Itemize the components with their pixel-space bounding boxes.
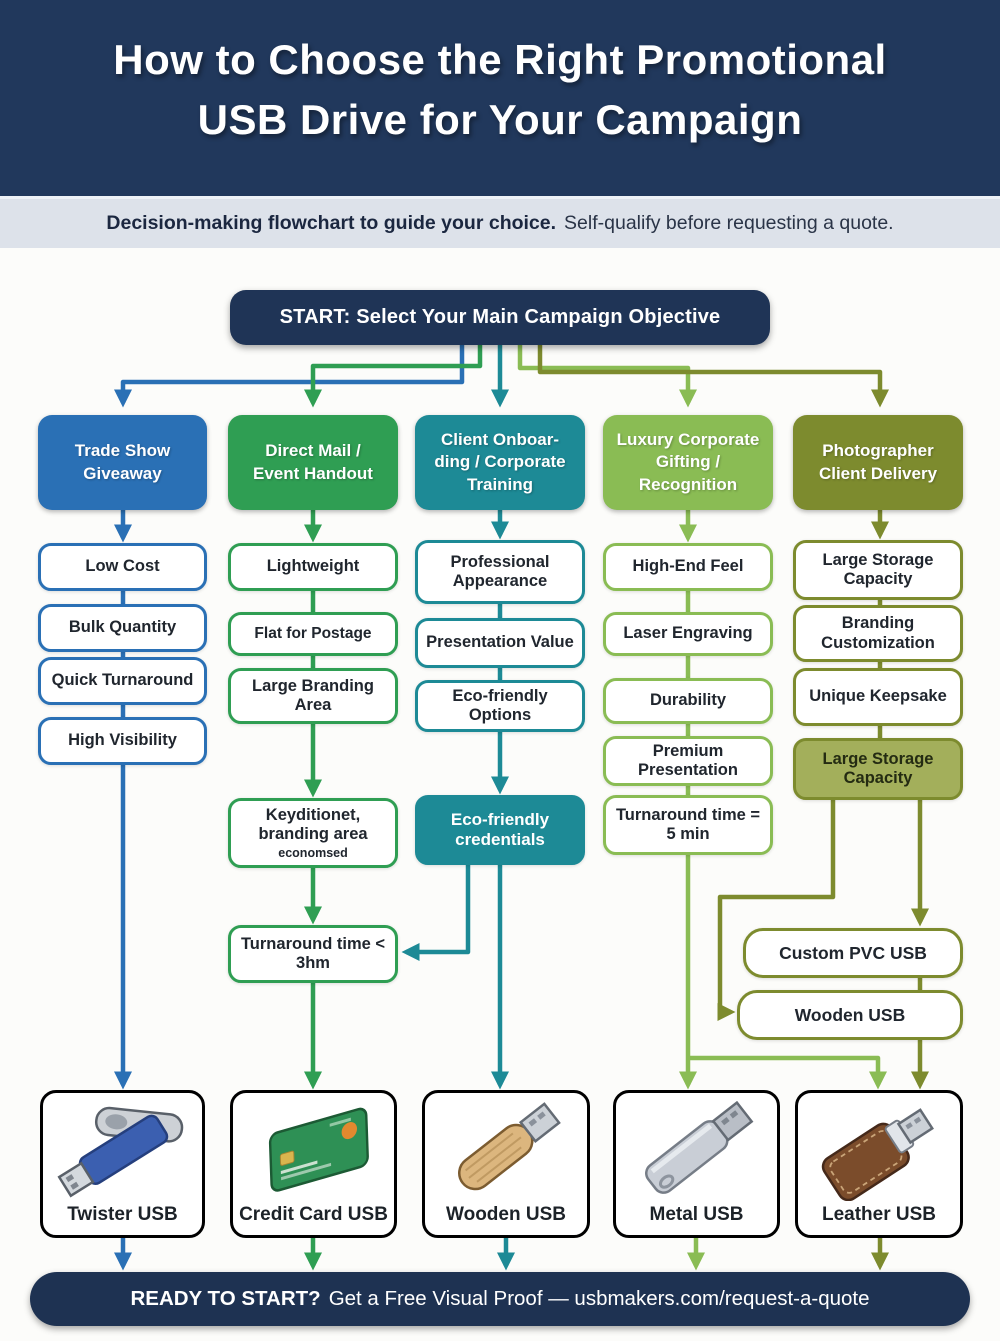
header-line: Luxury Corporate xyxy=(616,430,760,450)
criteria-low-cost: Low Cost xyxy=(38,543,207,591)
column-header-luxury-gifting: Luxury Corporate Gifting / Recognition xyxy=(603,415,773,510)
criteria-professional-appearance: Professional Appearance xyxy=(415,540,585,604)
header-line: Training xyxy=(466,474,534,494)
page-title: How to Choose the Right Promotional USB … xyxy=(0,30,1000,149)
criteria-large-storage: Large Storage Capacity xyxy=(793,540,963,600)
product-card-leather: Leather USB xyxy=(795,1090,963,1238)
product-label: Twister USB xyxy=(67,1204,178,1225)
header-line: Event Handout xyxy=(253,463,373,483)
product-label: Wooden USB xyxy=(446,1204,566,1225)
header-line: Gifting / xyxy=(655,452,721,472)
criteria-bulk-quantity: Bulk Quantity xyxy=(38,604,207,652)
subtitle-regular: Self-qualify before requesting a quote. xyxy=(564,212,894,234)
decision-label: Keyditionet, branding area xyxy=(258,805,368,844)
product-label: Leather USB xyxy=(821,1204,937,1225)
criteria-unique-keepsake: Unique Keepsake xyxy=(793,668,963,726)
decision-turnaround-3: Turnaround time < 3hm xyxy=(228,925,398,983)
header-line: Photographer xyxy=(822,441,934,461)
subtitle-bold: Decision-making flowchart to guide your … xyxy=(106,212,557,234)
header-line: Trade Show xyxy=(74,441,171,461)
wooden-usb-image xyxy=(458,1102,561,1191)
column-header-label: Trade Show Giveaway xyxy=(75,440,170,484)
output-custom-pvc-usb: Custom PVC USB xyxy=(743,928,963,978)
decision-sublabel: economsed xyxy=(278,845,348,860)
metal-usb-image xyxy=(644,1101,753,1194)
page-title-line2: USB Drive for Your Campaign xyxy=(197,95,803,143)
product-label: Credit Card USB xyxy=(239,1204,388,1225)
criteria-eco-friendly-options: Eco-friendly Options xyxy=(415,680,585,732)
credit-card-usb-image xyxy=(268,1107,369,1192)
header-banner: How to Choose the Right Promotional USB … xyxy=(0,0,1000,196)
column-header-label: Luxury Corporate Gifting / Recognition xyxy=(617,429,760,495)
highlight-large-storage: Large Storage Capacity xyxy=(793,738,963,800)
criteria-laser-engraving: Laser Engraving xyxy=(603,612,773,656)
column-header-photographer: Photographer Client Delivery xyxy=(793,415,963,510)
criteria-branding-customization: Branding Customization xyxy=(793,605,963,662)
column-header-client-onboarding: Client Onboar- ding / Corporate Training xyxy=(415,415,585,510)
criteria-presentation-value: Presentation Value xyxy=(415,618,585,668)
product-card-twister: Twister USB xyxy=(40,1090,205,1238)
criteria-large-branding-area: Large Branding Area xyxy=(228,668,398,724)
product-label: Metal USB xyxy=(649,1204,744,1225)
criteria-high-end-feel: High-End Feel xyxy=(603,543,773,591)
criteria-turnaround-5min: Turnaround time = 5 min xyxy=(603,795,773,855)
header-line: Client Onboar- xyxy=(440,430,560,450)
output-wooden-usb: Wooden USB xyxy=(737,990,963,1040)
twister-usb-image xyxy=(56,1106,183,1198)
header-line: Recognition xyxy=(638,474,738,494)
leather-usb-image xyxy=(821,1108,934,1201)
header-line: Giveaway xyxy=(83,463,162,483)
criteria-lightweight: Lightweight xyxy=(228,543,398,591)
subtitle-bar: Decision-making flowchart to guide your … xyxy=(0,196,1000,248)
footer-cta-bar: READY TO START? Get a Free Visual Proof … xyxy=(30,1272,970,1326)
header-line: ding / Corporate xyxy=(434,452,566,472)
column-header-trade-show: Trade Show Giveaway xyxy=(38,415,207,510)
criteria-quick-turnaround: Quick Turnaround xyxy=(38,657,207,705)
header-line: Client Delivery xyxy=(818,463,938,483)
criteria-premium-presentation: Premium Presentation xyxy=(603,736,773,786)
product-card-wooden: Wooden USB xyxy=(422,1090,590,1238)
column-header-label: Client Onboar- ding / Corporate Training xyxy=(434,429,565,495)
product-card-credit-card: Credit Card USB xyxy=(230,1090,397,1238)
criteria-high-visibility: High Visibility xyxy=(38,717,207,765)
footer-cta-regular: Get a Free Visual Proof — usbmakers.com/… xyxy=(328,1287,870,1310)
criteria-flat-for-postage: Flat for Postage xyxy=(228,612,398,656)
highlight-eco-credentials: Eco-friendly credentials xyxy=(415,795,585,865)
footer-cta-bold: READY TO START? xyxy=(130,1287,321,1310)
column-header-label: Photographer Client Delivery xyxy=(819,440,937,484)
decision-branding-area: Keyditionet, branding area economsed xyxy=(228,798,398,868)
start-node: START: Select Your Main Campaign Objecti… xyxy=(230,290,770,345)
column-header-label: Direct Mail / Event Handout xyxy=(253,440,373,484)
page-title-line1: How to Choose the Right Promotional xyxy=(113,36,887,83)
criteria-durability: Durability xyxy=(603,678,773,724)
header-line: Direct Mail / xyxy=(265,441,361,461)
column-header-direct-mail: Direct Mail / Event Handout xyxy=(228,415,398,510)
product-card-metal: Metal USB xyxy=(613,1090,780,1238)
